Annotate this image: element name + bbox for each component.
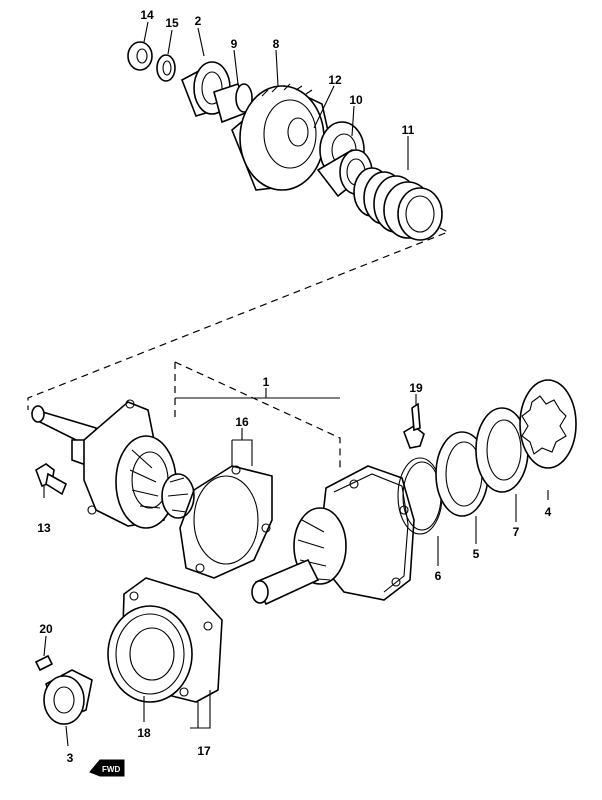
ring-gear-housing	[251, 465, 415, 606]
bolt-13	[35, 463, 68, 496]
seal-18	[107, 605, 193, 703]
callout-4: 4	[545, 505, 552, 519]
callout-12: 12	[328, 73, 342, 87]
callout-11: 11	[402, 123, 415, 137]
forward-arrow-label: FWD	[102, 765, 120, 774]
callout-15: 15	[165, 16, 179, 30]
bearing-3	[43, 669, 93, 725]
callout-19: 19	[409, 381, 423, 395]
callout-2: 2	[195, 14, 202, 28]
lock-nut-4	[519, 379, 577, 469]
callout-20: 20	[39, 622, 53, 636]
callout-3: 3	[67, 751, 74, 765]
forward-arrow-icon: FWD	[89, 759, 125, 777]
seal-5	[435, 431, 489, 517]
callout-5: 5	[473, 547, 480, 561]
gear-8	[231, 83, 331, 191]
callout-16: 16	[235, 415, 249, 429]
washer-15	[156, 54, 176, 82]
leader-lines	[43, 21, 549, 747]
callout-18: 18	[137, 726, 151, 740]
spring-11	[353, 167, 443, 241]
assembly-outline	[27, 227, 450, 470]
callout-7: 7	[513, 525, 520, 539]
gasket-16	[179, 465, 273, 579]
breather-19	[403, 402, 425, 449]
callout-1: 1	[263, 375, 270, 389]
nut-14	[127, 41, 153, 71]
callout-8: 8	[273, 37, 280, 51]
callout-6: 6	[435, 569, 442, 583]
callout-13: 13	[37, 521, 51, 535]
drive-shaft-assembly	[31, 399, 195, 529]
callout-17: 17	[197, 744, 211, 758]
callout-10: 10	[349, 93, 363, 107]
callout-9: 9	[231, 37, 238, 51]
pin-20	[34, 654, 54, 672]
callout-14: 14	[140, 8, 154, 22]
